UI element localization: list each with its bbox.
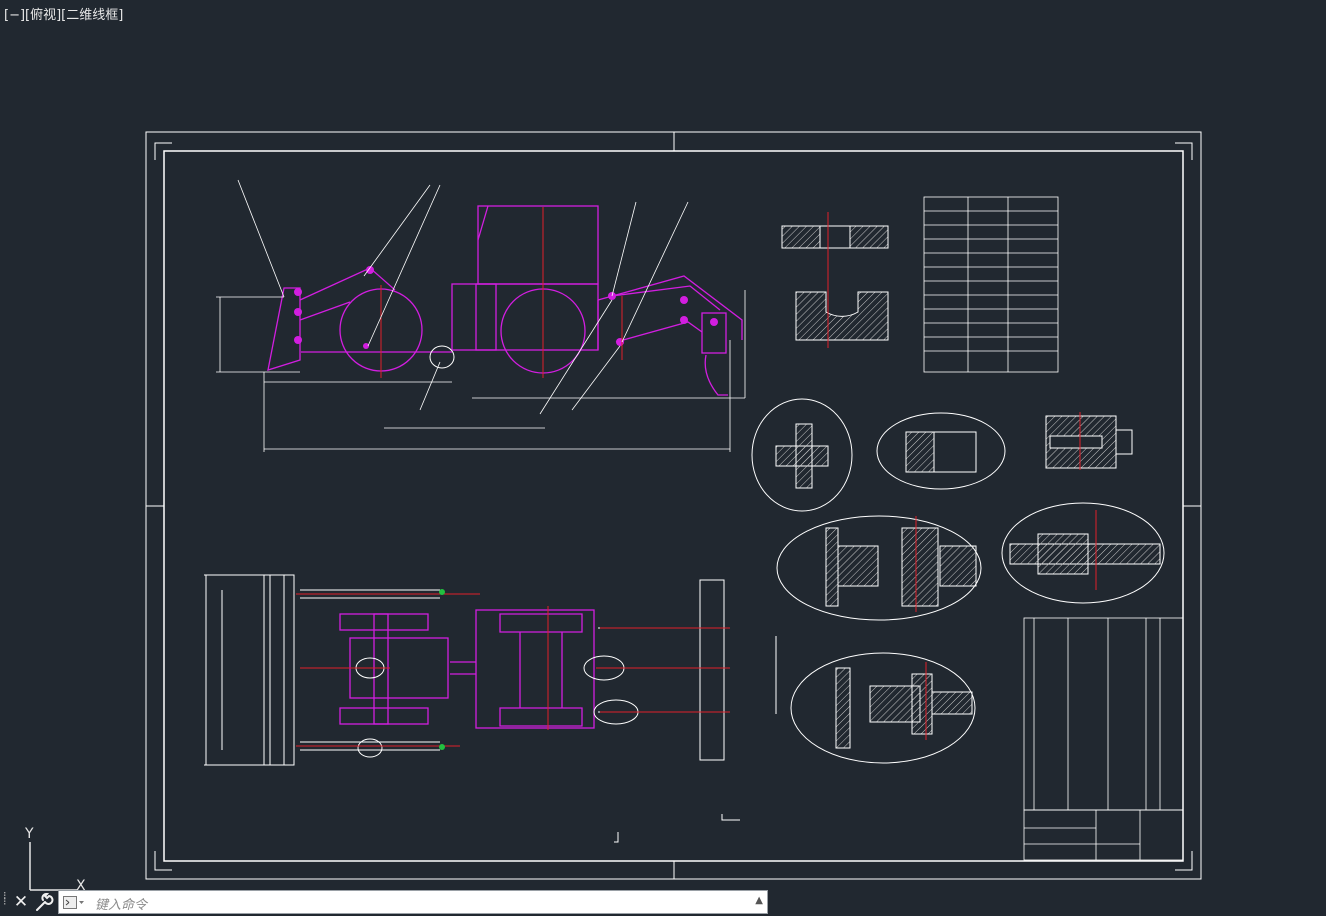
parameter-table xyxy=(923,196,1059,373)
history-arrow-icon[interactable]: ▲ xyxy=(755,895,763,906)
viewport-controls-label[interactable]: [−][俯视][二维线框] xyxy=(4,8,124,23)
wrench-icon[interactable] xyxy=(34,891,54,913)
drawing-frame xyxy=(145,131,1202,880)
ucs-icon: Y X xyxy=(24,826,86,892)
grip-handle[interactable]: ⁝⁝ xyxy=(3,889,7,908)
plan-view-assembly xyxy=(204,574,777,766)
close-icon[interactable]: ✕ xyxy=(13,892,29,912)
command-prompt-icon[interactable] xyxy=(63,896,85,909)
side-view-assembly xyxy=(216,179,746,452)
ucs-y-label: Y xyxy=(24,826,34,842)
command-input[interactable]: 键入命令 ▲ xyxy=(58,890,768,914)
command-line-bar: ⁝⁝ ✕ 键入命令 ▲ xyxy=(0,889,770,915)
detail-section-views xyxy=(751,212,1165,764)
ucs-x-label: X xyxy=(76,878,86,892)
parts-list-title-block xyxy=(1023,617,1184,861)
command-placeholder: 键入命令 xyxy=(95,898,148,913)
